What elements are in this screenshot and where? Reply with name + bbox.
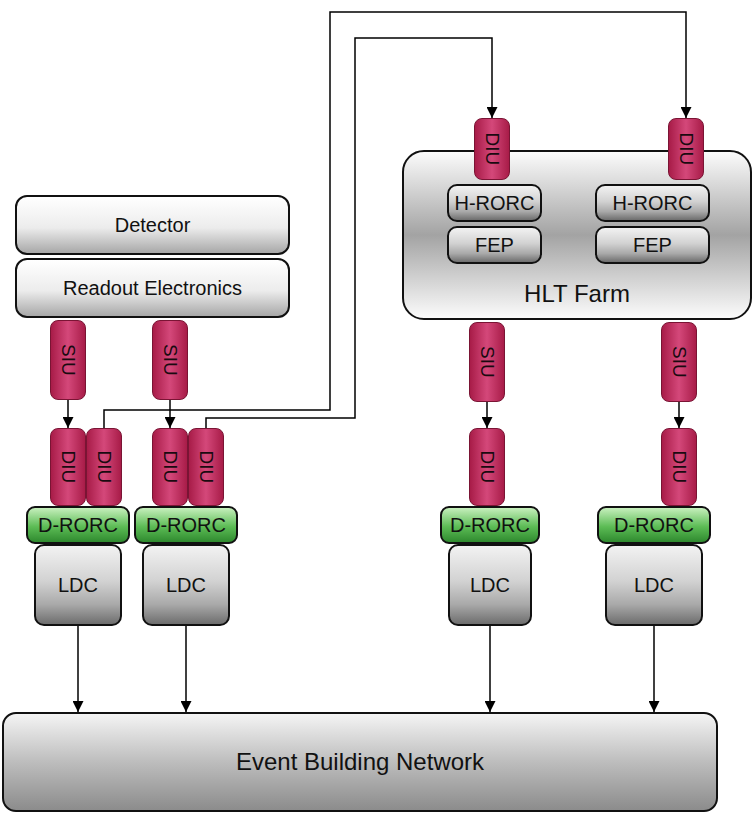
node-label: DIU (195, 451, 217, 484)
computer-box: LDC (142, 544, 230, 626)
signal-link (489, 626, 491, 712)
link-unit-box: DIU (668, 118, 704, 180)
link-unit-box: DIU (50, 428, 86, 506)
signal-link (169, 400, 171, 428)
node-label: H-RORC (613, 192, 693, 215)
link-unit-box: SIU (50, 320, 86, 400)
node-label: DIU (93, 451, 115, 484)
computer-box: LDC (605, 544, 703, 626)
link-unit-box: DIU (188, 428, 224, 506)
link-unit-box: SIU (661, 322, 697, 402)
link-unit-box: DIU (152, 428, 188, 506)
rorc-card-box: D-RORC (597, 506, 711, 544)
node-label: DIU (675, 133, 697, 166)
node-label: LDC (470, 574, 510, 597)
link-unit-box: DIU (661, 428, 697, 506)
computer-box: LDC (34, 544, 122, 626)
computer-box: LDC (448, 544, 532, 626)
node-label: SIU (57, 344, 79, 376)
node-label: Event Building Network (236, 748, 484, 776)
node-label: DIU (668, 451, 690, 484)
node-label: D-RORC (614, 514, 694, 537)
node-label: DIU (481, 133, 503, 166)
detector-box: Readout Electronics (15, 258, 290, 318)
node-label: H-RORC (455, 192, 535, 215)
node-label: DIU (57, 451, 79, 484)
node-label: FEP (633, 234, 672, 257)
computer-box: H-RORC (447, 184, 542, 222)
node-label: SIU (159, 344, 181, 376)
network-band: Event Building Network (2, 712, 718, 812)
node-label: HLT Farm (524, 280, 630, 308)
signal-link (77, 626, 79, 712)
link-unit-box: DIU (86, 428, 122, 506)
node-label: D-RORC (450, 514, 530, 537)
node-label: Readout Electronics (63, 277, 242, 300)
node-label: LDC (166, 574, 206, 597)
node-label: SIU (668, 346, 690, 378)
node-label: FEP (475, 234, 514, 257)
signal-link (678, 402, 680, 428)
rorc-card-box: D-RORC (440, 506, 540, 544)
signal-link (653, 626, 655, 712)
node-label: Detector (115, 214, 191, 237)
signal-link (486, 402, 488, 428)
signal-link (185, 626, 187, 712)
link-unit-box: DIU (474, 118, 510, 180)
node-label: D-RORC (38, 514, 118, 537)
node-label: SIU (476, 346, 498, 378)
computer-box: FEP (595, 226, 710, 264)
link-unit-box: SIU (469, 322, 505, 402)
node-label: DIU (159, 451, 181, 484)
detector-box: Detector (15, 195, 290, 255)
node-label: LDC (634, 574, 674, 597)
link-unit-box: SIU (152, 320, 188, 400)
node-label: LDC (58, 574, 98, 597)
rorc-card-box: D-RORC (26, 506, 130, 544)
node-label: DIU (476, 451, 498, 484)
node-label: D-RORC (146, 514, 226, 537)
computer-box: FEP (447, 226, 542, 264)
signal-link (67, 400, 69, 428)
link-unit-box: DIU (469, 428, 505, 506)
rorc-card-box: D-RORC (134, 506, 238, 544)
computer-box: H-RORC (595, 184, 710, 222)
